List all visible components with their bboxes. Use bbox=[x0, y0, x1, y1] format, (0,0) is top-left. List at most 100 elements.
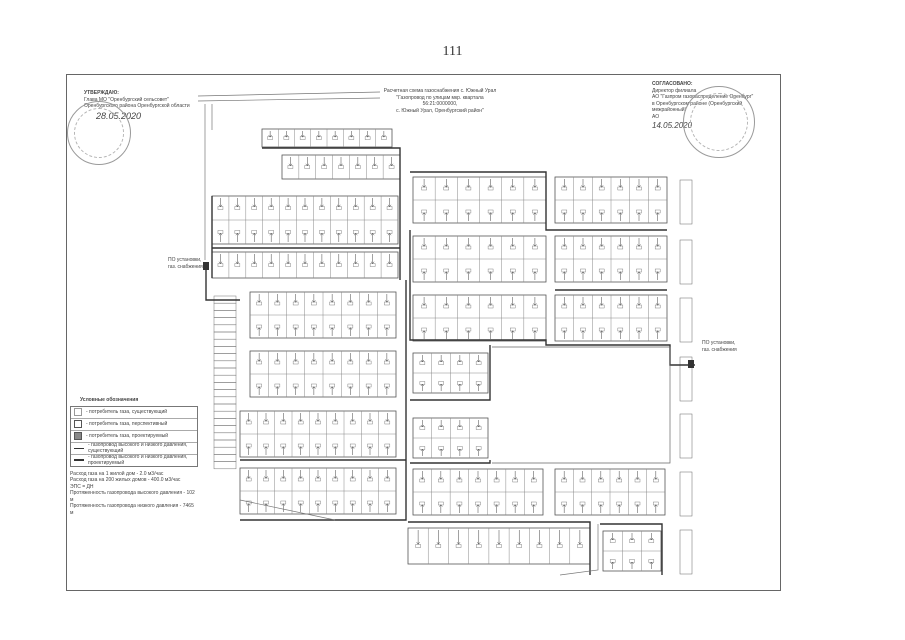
consumer-marker bbox=[384, 500, 391, 505]
side-lot bbox=[679, 356, 693, 402]
legend-text: - потребитель газа, перспективный bbox=[86, 420, 168, 427]
arrow-icon bbox=[517, 542, 521, 545]
legend-row-pipe-existing: - газопровод высокого и низкого давления… bbox=[71, 441, 197, 455]
side-lot bbox=[679, 239, 693, 285]
consumer-marker bbox=[579, 501, 586, 506]
consumer-marker bbox=[487, 327, 494, 332]
arrow-icon bbox=[422, 271, 426, 274]
consumer-marker bbox=[299, 136, 306, 140]
arrow-icon bbox=[488, 330, 493, 333]
arrow-icon bbox=[494, 504, 499, 507]
consumer-marker bbox=[634, 478, 641, 483]
arrow-icon bbox=[439, 504, 443, 507]
consumer-marker bbox=[443, 268, 449, 273]
arrow-icon bbox=[235, 204, 240, 208]
arrow-icon bbox=[330, 359, 334, 362]
arrow-icon bbox=[348, 300, 353, 303]
legend-text: - газопровод высокого и низкого давления… bbox=[88, 441, 188, 455]
consumer-marker bbox=[217, 230, 224, 234]
arrow-icon bbox=[562, 303, 567, 306]
consumer-marker bbox=[256, 301, 262, 306]
small-lot bbox=[213, 425, 237, 434]
consumer-marker bbox=[311, 301, 317, 306]
arrow-icon bbox=[257, 327, 261, 330]
consumer-marker bbox=[268, 263, 274, 267]
consumer-marker bbox=[316, 136, 322, 140]
side-lot bbox=[679, 179, 693, 225]
consumer-marker bbox=[496, 544, 502, 548]
consumer-marker bbox=[617, 209, 624, 214]
consumer-marker bbox=[338, 165, 344, 169]
arrow-icon bbox=[349, 134, 354, 138]
consumer-marker bbox=[617, 304, 624, 309]
consumer-marker bbox=[465, 327, 472, 332]
arrow-icon bbox=[617, 504, 621, 507]
consumer-marker bbox=[336, 263, 342, 267]
arrow-icon bbox=[599, 212, 604, 215]
arrow-icon bbox=[618, 271, 623, 274]
consumer-marker bbox=[234, 263, 241, 267]
consumer-marker bbox=[329, 360, 335, 365]
arrow-icon bbox=[655, 212, 660, 215]
approval-line: Директор филиала bbox=[652, 87, 697, 94]
consumer-marker bbox=[386, 206, 393, 210]
consumer-marker bbox=[347, 324, 354, 329]
consumer-marker bbox=[332, 443, 339, 448]
arrow-icon bbox=[320, 261, 324, 265]
small-lot bbox=[213, 432, 237, 441]
consumer-marker bbox=[292, 324, 299, 329]
arrow-icon bbox=[420, 448, 425, 452]
consumer-marker bbox=[274, 383, 281, 388]
consumer-marker bbox=[648, 559, 655, 563]
consumer-marker bbox=[268, 230, 274, 234]
consumer-marker bbox=[332, 500, 339, 505]
arrow-icon bbox=[293, 300, 298, 303]
arrow-icon bbox=[562, 330, 567, 333]
consumer-marker bbox=[438, 361, 444, 365]
arrow-icon bbox=[348, 386, 353, 389]
consumer-marker bbox=[297, 477, 304, 482]
consumer-marker bbox=[369, 230, 376, 234]
consumer-marker bbox=[367, 443, 373, 448]
consumer-marker bbox=[532, 186, 538, 191]
arrow-icon bbox=[618, 212, 623, 215]
consumer-marker bbox=[234, 230, 241, 234]
consumer-marker bbox=[315, 420, 321, 425]
gas-pipeline bbox=[410, 345, 491, 401]
arrow-icon bbox=[618, 244, 623, 247]
consumer-marker bbox=[315, 500, 321, 505]
arrow-icon bbox=[635, 504, 640, 507]
arrow-icon bbox=[385, 446, 390, 449]
consumer-marker bbox=[336, 206, 342, 210]
arrow-icon bbox=[293, 359, 298, 362]
arrow-icon bbox=[257, 386, 261, 389]
arrow-icon bbox=[513, 477, 517, 480]
arrow-icon bbox=[466, 212, 471, 215]
consumer-marker bbox=[561, 268, 568, 273]
arrow-icon bbox=[654, 504, 658, 507]
arrow-icon bbox=[422, 244, 426, 247]
consumer-marker bbox=[465, 245, 472, 250]
arrow-icon bbox=[578, 542, 582, 545]
arrow-icon bbox=[298, 419, 303, 422]
arrow-icon bbox=[382, 134, 386, 138]
arrow-icon bbox=[298, 446, 303, 449]
consumer-marker bbox=[367, 477, 373, 482]
arrow-icon bbox=[439, 359, 443, 363]
consumer-marker bbox=[365, 383, 372, 388]
consumer-marker bbox=[609, 539, 616, 543]
arrow-icon bbox=[218, 204, 223, 208]
arrow-icon bbox=[581, 271, 585, 274]
gas-pipeline bbox=[240, 280, 407, 521]
consumer-marker bbox=[654, 327, 661, 332]
consumer-marker bbox=[598, 478, 604, 483]
consumer-marker bbox=[280, 443, 287, 448]
consumer-marker bbox=[245, 443, 252, 448]
consumer-marker bbox=[598, 501, 604, 506]
arrow-icon bbox=[466, 330, 471, 333]
consumer-marker bbox=[616, 478, 622, 483]
consumer-marker bbox=[561, 501, 567, 506]
consumer-marker bbox=[438, 426, 444, 430]
arrow-icon bbox=[303, 232, 307, 236]
consumer-marker bbox=[419, 446, 426, 450]
